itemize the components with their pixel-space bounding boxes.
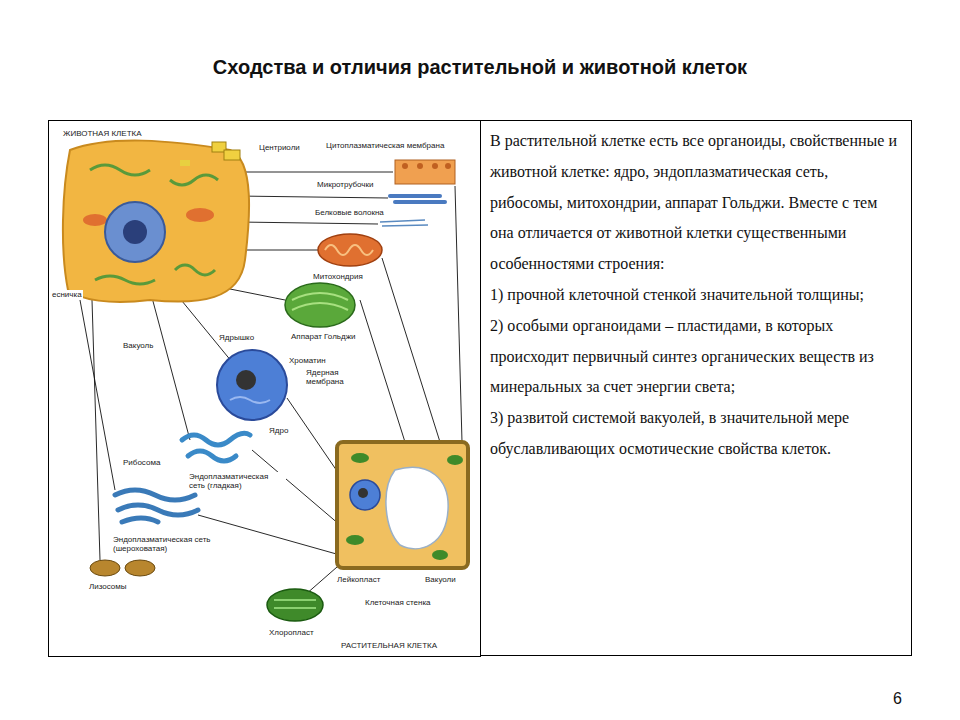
- part-label: Белковые волокна: [314, 208, 385, 217]
- illustration-shape: [92, 300, 100, 560]
- illustration-shape: [274, 600, 316, 608]
- part-label: Хроматин: [288, 356, 327, 365]
- part-label: Лейкопласт: [336, 575, 381, 584]
- part-label: ЖИВОТНАЯ КЛЕТКА: [62, 129, 143, 138]
- illustration-shape: [445, 163, 451, 169]
- illustration-shape: [236, 370, 256, 390]
- illustration-shape: [285, 283, 355, 327]
- part-label: Митохондрия: [312, 272, 364, 281]
- text-panel: В растительной клетке есть все органоиды…: [480, 120, 912, 656]
- illustration-shape: [80, 300, 115, 490]
- plant-cell: [337, 442, 468, 568]
- part-label: Ядрышко: [218, 333, 255, 342]
- illustration-shape: [123, 220, 147, 244]
- part-label: Микротрубочки: [316, 180, 374, 189]
- mitochondrion: [318, 234, 382, 266]
- illustration-shape: [447, 455, 463, 465]
- illustration-shape: [90, 165, 218, 284]
- rough-er: [115, 490, 198, 522]
- slide-title: Сходства и отличия растительной и животн…: [0, 56, 960, 79]
- part-label: Клеточная стенка: [364, 598, 432, 607]
- part-label: Рибосома: [122, 458, 161, 467]
- illustration-shape: [186, 208, 214, 222]
- illustration-shape: [122, 518, 158, 522]
- illustration-shape: [105, 202, 165, 262]
- leader-lines: [80, 162, 462, 595]
- animal-cell: [63, 141, 249, 302]
- page-number: 6: [892, 690, 903, 708]
- part-label: Ядро: [268, 426, 289, 435]
- part-label: Аппарат Гольджи: [290, 332, 356, 341]
- part-label: Лизосомы: [88, 582, 128, 591]
- illustration-shape: [395, 200, 445, 204]
- part-label: Вакуоли: [424, 575, 457, 584]
- illustration-shape: [325, 245, 373, 255]
- illustration-shape: [292, 293, 348, 310]
- microtubules: [390, 196, 445, 202]
- membrane-piece: [395, 160, 455, 184]
- protein-fibers: [380, 220, 428, 226]
- illustration-shape: [63, 141, 249, 302]
- illustration-shape: [90, 560, 120, 576]
- illustration-shape: [402, 163, 408, 169]
- illustration-shape: [380, 220, 425, 222]
- illustration-shape: [386, 467, 448, 548]
- part-label: Эндоплазматическая сеть (гладкая): [188, 472, 286, 490]
- illustration-shape: [318, 234, 382, 266]
- part-label: Вакуоль: [122, 341, 154, 350]
- panel-paragraph: 1) прочной клеточной стенкой значительно…: [490, 280, 897, 311]
- illustration-shape: [432, 550, 448, 560]
- part-label: Ядерная мембрана: [305, 368, 353, 386]
- chloroplast: [267, 589, 323, 621]
- part-label: Эндоплазматическая сеть (шероховатая): [112, 535, 226, 553]
- lysosomes: [90, 560, 155, 576]
- illustration-shape: [455, 186, 462, 442]
- illustration-shape: [417, 163, 423, 169]
- illustration-shape: [358, 488, 368, 498]
- illustration-shape: [382, 258, 440, 442]
- illustration-shape: [180, 160, 190, 166]
- illustration-shape: [224, 150, 240, 160]
- panel-paragraph: 2) особыми органоидами – пластидами, в к…: [490, 311, 897, 403]
- illustration-shape: [432, 163, 438, 169]
- golgi: [285, 283, 355, 327]
- illustration-shape: [118, 505, 198, 515]
- panel-paragraph: 3) развитой системой вакуолей, в значите…: [490, 403, 897, 465]
- part-label: Хлоропласт: [268, 628, 315, 637]
- nucleus: [217, 350, 287, 420]
- illustration-shape: [115, 490, 195, 500]
- illustration-shape: [238, 222, 378, 224]
- centrioles: [212, 142, 240, 160]
- part-label: есничка: [51, 290, 83, 299]
- illustration-shape: [217, 350, 287, 420]
- illustration-shape: [350, 480, 380, 510]
- illustration-shape: [395, 160, 455, 184]
- illustration-shape: [382, 225, 428, 226]
- smooth-er: [182, 433, 250, 461]
- illustration-shape: [150, 290, 190, 440]
- illustration-shape: [390, 194, 440, 198]
- left-panel-frame: [49, 121, 481, 657]
- illustration-shape: [236, 196, 388, 198]
- part-label: РАСТИТЕЛЬНАЯ КЛЕТКА: [340, 641, 438, 650]
- illustration-shape: [188, 451, 236, 461]
- illustration-shape: [230, 397, 270, 403]
- illustration-shape: [245, 172, 393, 173]
- illustration-shape: [83, 214, 107, 226]
- illustration-shape: [267, 589, 323, 621]
- part-label: Цитоплазматическая мембрана: [325, 141, 445, 150]
- part-label: Центриоли: [258, 143, 301, 152]
- illustration-shape: [337, 442, 468, 568]
- illustration-shape: [346, 535, 364, 545]
- illustration-shape: [182, 433, 250, 445]
- illustration-shape: [125, 560, 155, 576]
- illustration-shape: [360, 300, 405, 442]
- illustration-shape: [351, 453, 369, 463]
- panel-paragraph: В растительной клетке есть все органоиды…: [490, 126, 897, 280]
